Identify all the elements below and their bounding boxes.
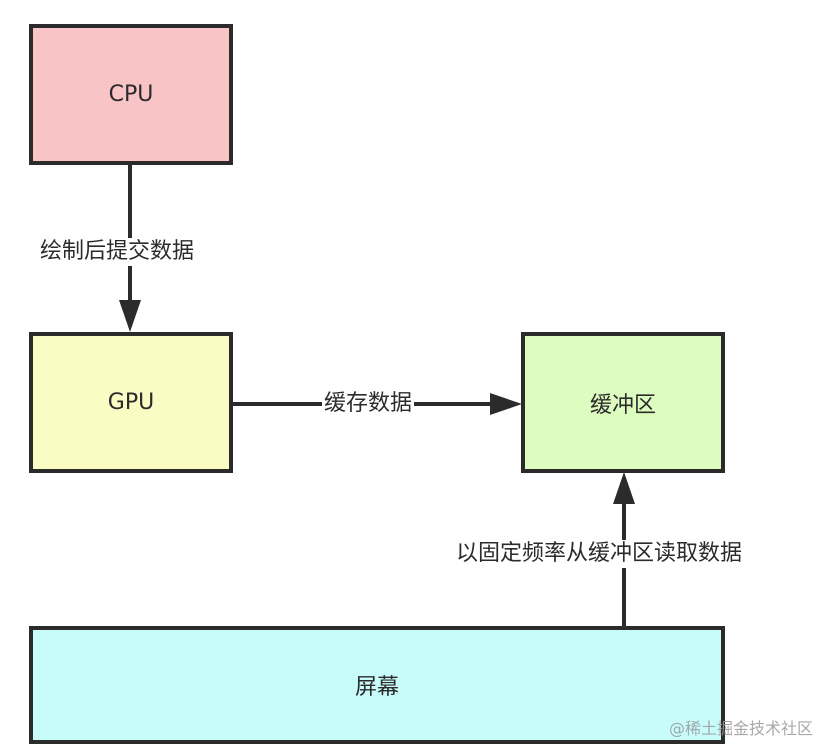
arrowhead-down-icon xyxy=(119,300,141,332)
arrowhead-up-icon xyxy=(613,472,635,504)
node-gpu-label: GPU xyxy=(107,390,155,415)
node-buffer-label: 缓冲区 xyxy=(589,392,656,418)
watermark: @稀土掘金技术社区 xyxy=(668,719,813,738)
node-buffer: 缓冲区 xyxy=(521,332,725,473)
edge-cpu-gpu-label: 绘制后提交数据 xyxy=(38,238,197,266)
node-screen-label: 屏幕 xyxy=(354,675,399,700)
arrowhead-right-icon xyxy=(490,393,522,415)
node-cpu: CPU xyxy=(29,24,233,165)
edge-gpu-buffer-label: 缓存数据 xyxy=(322,390,415,418)
node-gpu: GPU xyxy=(29,332,233,473)
edge-screen-buffer-label: 以固定频率从缓冲区读取数据 xyxy=(454,540,745,568)
node-screen: 屏幕 xyxy=(29,626,725,744)
node-cpu-label: CPU xyxy=(108,82,154,107)
